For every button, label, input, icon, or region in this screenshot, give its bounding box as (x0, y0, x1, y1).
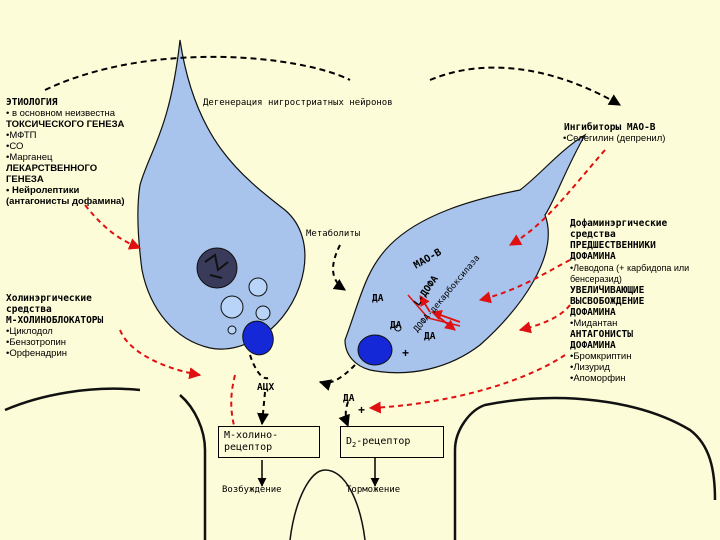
red-dashed-arrow (84, 204, 142, 250)
d2-receptor-rest: -рецептор (356, 436, 411, 447)
plus-sign: + (402, 346, 410, 360)
d2-receptor-label: D (346, 436, 353, 447)
postsynaptic-membrane (179, 394, 717, 540)
etiology-toxic-item: •СО (6, 141, 24, 152)
dopaminergic-title: средства (570, 229, 616, 240)
excitation-label: Возбуждение (222, 485, 282, 495)
dopaminergic-title: АНТАГОНИСТЫ (570, 329, 633, 340)
red-dashed-arrow (230, 374, 236, 431)
postsynaptic-membrane-left (4, 387, 141, 412)
etiology-toxic-item: •Марганец (6, 152, 53, 163)
dopaminergic-item: •Апоморфин (570, 373, 626, 384)
dopaminergic-item: •Бромкриптин (570, 351, 632, 362)
etiology-neuroleptics: (антагонисты дофамина) (6, 196, 125, 207)
etiology-toxic-item: •МФТП (6, 130, 37, 141)
etiology-neuroleptics: • Нейролептики (6, 185, 80, 196)
vesicle (255, 305, 271, 321)
degeneration-label: Дегенерация нигростриатных нейронов (203, 98, 393, 108)
d2-receptor-sub: 2 (352, 441, 357, 449)
da-label: ДА (390, 320, 402, 331)
d2-receptor-box: D2-рецептор (340, 426, 444, 458)
cholinolytics-title: М-ХОЛИНОБЛОКАТОРЫ (6, 315, 104, 326)
dopaminergic-title: ДОФАМИНА (570, 340, 616, 351)
dashed-arrow (44, 55, 351, 91)
m-receptor-line: рецептор (224, 442, 273, 453)
etiology-drug: ЛЕКАРСТВЕННОГО (6, 163, 98, 174)
da-label: ДА (372, 293, 384, 304)
etiology-unknown: • в основном неизвестна (6, 108, 116, 119)
red-arrow (439, 317, 456, 331)
dopaminergic-title: ДОФАМИНА (570, 251, 616, 262)
vesicle (227, 325, 237, 335)
dopaminergic-title: ПРЕДШЕСТВЕННИКИ (570, 240, 656, 251)
cholinolytics-title: средства (6, 304, 52, 315)
dashed-arrow (338, 401, 350, 428)
dashed-arrow (429, 66, 622, 106)
cholinolytics-item: •Бензотропин (6, 337, 67, 348)
ach-label: АЦХ (257, 382, 275, 393)
metabolites-label: Метаболиты (306, 229, 361, 239)
cholinergic-terminal (242, 320, 274, 356)
dashed-arrow (332, 244, 346, 291)
red-arrow (407, 294, 461, 327)
vesicle (220, 295, 244, 319)
dopaminergic-title: Дофаминэргические (570, 218, 668, 229)
dashed-arrow (318, 364, 356, 391)
cholinolytics-item: •Орфенадрин (6, 348, 68, 359)
dopaminergic-item: •Мидантан (570, 318, 618, 329)
m-receptor-line: М-холино- (224, 430, 279, 441)
red-dashed-arrow (368, 354, 566, 414)
vesicle (248, 277, 268, 297)
dopaminergic-neuron (344, 133, 587, 374)
etiology-title: ЭТИОЛОГИЯ (6, 97, 58, 108)
da-label: ДА (343, 393, 355, 404)
plus-sign: + (358, 403, 366, 417)
inhibition-label: Торможение (346, 485, 401, 495)
vesicle (394, 324, 402, 332)
dashed-arrow (249, 354, 269, 380)
cholinergic-neuron (137, 39, 306, 350)
mao-b-title: Ингибиторы МАО-В (564, 122, 656, 133)
cholinolytics-title: Холинэргические (6, 293, 92, 304)
receptor-cell-outline (289, 469, 366, 540)
cholinolytics-item: •Циклодол (6, 326, 53, 337)
red-arrow (419, 295, 431, 313)
mao-b-item: •Селегилин (депренил) (563, 133, 666, 144)
dopaminergic-terminal (357, 334, 393, 366)
dopaminergic-title: УВЕЛИЧИВАЮЩИЕ (570, 285, 645, 296)
dopaminergic-title: ВЫСВОБОЖДЕНИЕ (570, 296, 645, 307)
da-label: ДА (424, 331, 436, 342)
red-dashed-arrow (119, 329, 202, 380)
dopaminergic-title: ДОФАМИНА (570, 307, 616, 318)
dashed-arrow (257, 391, 269, 426)
etiology-toxic: ТОКСИЧЕСКОГО ГЕНЕЗА (6, 119, 125, 130)
red-dashed-arrow (508, 149, 606, 246)
dopaminergic-item: бенсеразид) (570, 274, 622, 284)
dopaminergic-item: •Леводопа (+ карбидопа или (570, 263, 690, 273)
red-dashed-arrow (518, 304, 571, 334)
dopaminergic-item: •Лизурид (570, 362, 610, 373)
etiology-drug: ГЕНЕЗА (6, 174, 44, 185)
m-cholinoreceptor-box: М-холино- рецептор (218, 426, 320, 458)
